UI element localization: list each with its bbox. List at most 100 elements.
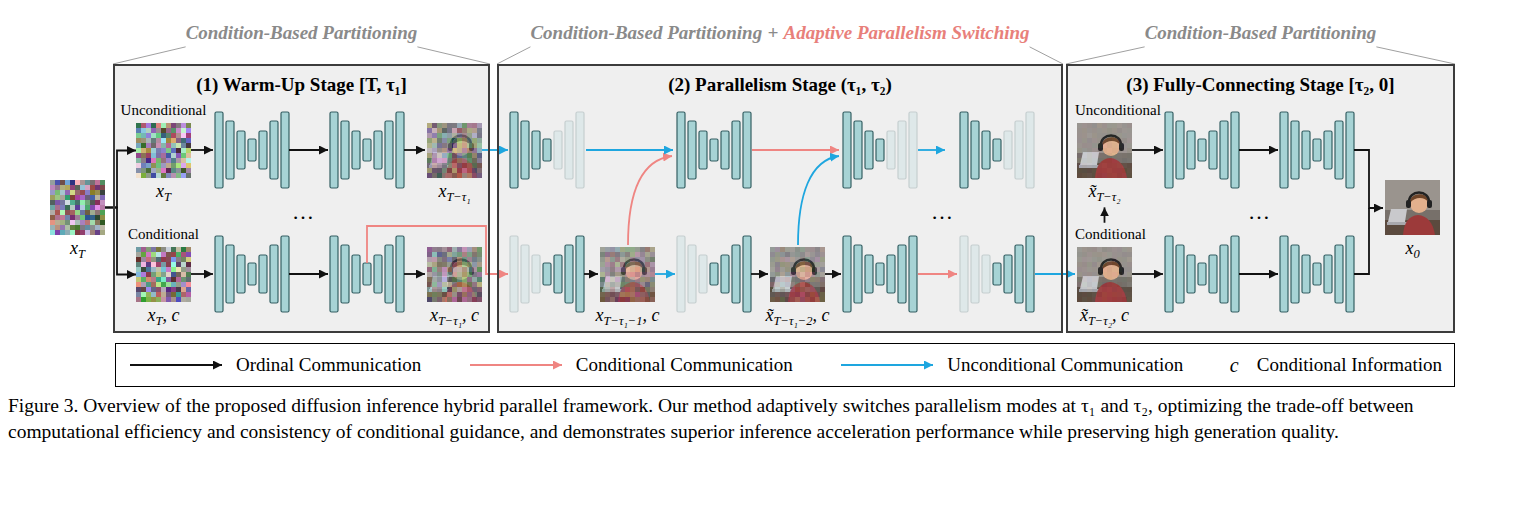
legend-sample xyxy=(128,359,224,371)
noise-pixel xyxy=(467,247,472,252)
unet-layer xyxy=(374,131,382,169)
noise-pixel xyxy=(615,247,620,252)
noise-pixel xyxy=(80,195,85,200)
noise-pixel xyxy=(457,123,462,128)
noise-pixel xyxy=(427,282,432,287)
noise-pixel xyxy=(645,247,650,252)
noise-pixel xyxy=(136,277,141,282)
noise-pixel xyxy=(452,277,457,282)
noise-pixel xyxy=(1087,257,1092,262)
noise-pixel xyxy=(615,292,620,297)
unet-icon xyxy=(510,236,584,312)
noise-pixel xyxy=(1092,148,1097,153)
noise-pixel xyxy=(1077,123,1082,128)
unet-layer xyxy=(363,139,371,161)
noise-pixel xyxy=(820,257,825,262)
stage-fills xyxy=(113,64,1455,333)
noise-pixel xyxy=(1082,128,1087,133)
unet-layer xyxy=(341,245,349,303)
noise-pixel xyxy=(432,272,437,277)
legend-arrow xyxy=(841,364,933,366)
noise-pixel xyxy=(472,262,477,267)
latent-image: xT−τ₁−1, c xyxy=(600,247,655,302)
noise-pixel xyxy=(432,252,437,257)
noise-pixel xyxy=(462,282,467,287)
unet-layer xyxy=(1280,236,1288,312)
noise-pixel xyxy=(1122,257,1127,262)
unet-icon xyxy=(677,112,751,188)
unet-layer xyxy=(226,245,234,303)
noise-pixel xyxy=(161,247,166,252)
noise-pixel xyxy=(65,230,70,235)
unet-layer xyxy=(865,255,873,293)
noise-pixel xyxy=(645,262,650,267)
noise-pixel xyxy=(1107,282,1112,287)
noise-pixel xyxy=(650,252,655,257)
noise-pixel xyxy=(141,282,146,287)
noise-pixel xyxy=(50,195,55,200)
noise-pixel xyxy=(477,133,482,138)
noise-pixel xyxy=(790,267,795,272)
noise-pixel xyxy=(1077,138,1082,143)
noise-pixel xyxy=(95,185,100,190)
noise-pixel xyxy=(141,287,146,292)
noise-pixel xyxy=(1087,277,1092,282)
noise-pixel xyxy=(151,267,156,272)
noise-pixel xyxy=(161,282,166,287)
noise-pixel xyxy=(95,195,100,200)
noise-pixel xyxy=(1077,247,1082,252)
noise-pixel xyxy=(176,267,181,272)
noise-pixel xyxy=(80,215,85,220)
unet-layer xyxy=(1291,245,1299,303)
noise-pixel xyxy=(437,292,442,297)
noise-pixel xyxy=(477,277,482,282)
noise-pixel xyxy=(630,292,635,297)
flow-arrow xyxy=(404,149,425,151)
noise-pixel xyxy=(472,297,477,302)
ordinal-connector xyxy=(1104,207,1106,222)
noise-pixel xyxy=(432,153,437,158)
noise-pixel xyxy=(477,153,482,158)
photo-body xyxy=(1095,158,1127,178)
math-symbol: x̃ xyxy=(1088,181,1096,201)
noise-pixel xyxy=(1122,297,1127,302)
noise-pixel xyxy=(432,168,437,173)
noise-pixel xyxy=(457,168,462,173)
noise-pixel xyxy=(171,262,176,267)
flow-arrow xyxy=(1035,273,1075,275)
noise-pixel xyxy=(166,262,171,267)
noise-pixel xyxy=(1117,292,1122,297)
unet-layer xyxy=(259,255,267,293)
caption: Figure 3. Overview of the proposed diffu… xyxy=(8,395,1414,442)
noise-pixel xyxy=(55,180,60,185)
noise-pixel xyxy=(1087,143,1092,148)
noise-pixel xyxy=(80,190,85,195)
unet-layer xyxy=(352,131,360,169)
noise-pixel xyxy=(1097,153,1102,158)
noise-pixel xyxy=(75,185,80,190)
noise-pixel xyxy=(181,138,186,143)
noise-pixel xyxy=(136,262,141,267)
noise-pixel xyxy=(176,143,181,148)
noise-pixel xyxy=(1117,138,1122,143)
noise-pixel xyxy=(161,133,166,138)
math-subscript: T xyxy=(156,314,163,328)
legend-arrow xyxy=(470,364,562,366)
noise-pixel xyxy=(85,220,90,225)
noise-pixel xyxy=(1102,272,1107,277)
noise-pixel xyxy=(810,257,815,262)
photo-wall xyxy=(1077,247,1132,277)
noise-pixel xyxy=(181,277,186,282)
noise-pixel xyxy=(1102,267,1107,272)
noise-pixel xyxy=(635,282,640,287)
noise-pixel xyxy=(1087,282,1092,287)
photo-table xyxy=(427,163,482,178)
noise xyxy=(427,123,482,178)
noise-pixel xyxy=(1107,272,1112,277)
latent-image: Unconditionalx̃T−τ₂ xyxy=(1077,123,1132,178)
noise-pixel xyxy=(1112,297,1117,302)
noise-pixel xyxy=(427,138,432,143)
noise-pixel xyxy=(136,297,141,302)
noise-pixel xyxy=(80,230,85,235)
noise-pixel xyxy=(1082,277,1087,282)
